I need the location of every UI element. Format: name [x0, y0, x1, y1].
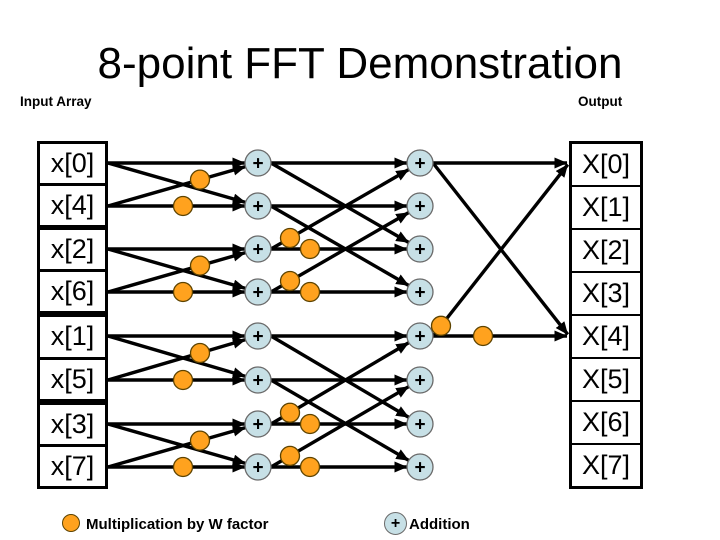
plus-symbol: +	[414, 458, 425, 479]
w-factor-dot	[299, 456, 321, 478]
output-cell: X[4]	[572, 316, 640, 359]
addition-node	[244, 192, 272, 220]
addition-node	[406, 192, 434, 220]
addition-node	[406, 453, 434, 481]
w-factor-dot	[299, 238, 321, 260]
input-cell: x[2]	[40, 230, 105, 272]
signal-flow-arrow	[270, 204, 410, 287]
plus-symbol: +	[414, 327, 425, 348]
output-cell: X[0]	[572, 144, 640, 187]
input-array-label: Input Array	[20, 94, 92, 109]
plus-symbol: +	[414, 240, 425, 261]
signal-flow-arrow	[270, 334, 410, 419]
signal-flow-arrow	[270, 161, 410, 244]
plus-symbol: +	[414, 415, 425, 436]
plus-symbol: +	[414, 197, 425, 218]
addition-node	[244, 278, 272, 306]
w-factor-dot	[279, 402, 301, 423]
input-array-group: x[0] x[4]	[37, 141, 108, 228]
output-cell: X[1]	[572, 187, 640, 230]
output-array: X[0] X[1] X[2] X[3] X[4] X[5] X[6] X[7]	[569, 141, 643, 489]
addition-node	[244, 322, 272, 350]
w-factor-dot	[279, 227, 301, 249]
w-factor-dot	[430, 315, 452, 336]
plus-symbol: +	[414, 283, 425, 304]
slide-title: 8-point FFT Demonstration	[97, 39, 623, 88]
output-cell: X[7]	[581, 450, 631, 480]
signal-flow-arrow	[107, 422, 246, 466]
addition-legend-label: Addition	[409, 516, 470, 533]
w-factor-dot	[172, 456, 194, 478]
addition-node	[406, 235, 434, 263]
input-cell: x[1]	[40, 317, 105, 360]
w-factor-dot	[172, 369, 194, 391]
input-array-group: x[3] x[7]	[37, 402, 108, 489]
plus-symbol: +	[252, 283, 263, 304]
output-cell: X[2]	[572, 230, 640, 273]
w-factor-dot	[472, 325, 494, 347]
addition-node	[244, 149, 272, 177]
plus-symbol: +	[252, 240, 263, 261]
signal-flow-arrow	[270, 378, 410, 462]
plus-symbol: +	[252, 415, 263, 436]
w-factor-dot	[172, 281, 194, 303]
input-cell: x[6]	[50, 276, 95, 306]
addition-node	[244, 366, 272, 394]
input-cell: x[3]	[40, 405, 105, 447]
plus-symbol: +	[252, 458, 263, 479]
w-factor-dot	[299, 281, 321, 303]
input-array-group: x[1] x[5]	[37, 314, 108, 402]
w-factor-legend-label: Multiplication by W factor	[86, 516, 269, 533]
w-factor-legend-icon	[62, 514, 80, 532]
input-cell: x[7]	[50, 451, 95, 481]
butterfly-diagram: + + + + + + + + + + + + + + + +	[107, 149, 570, 481]
signal-flow-arrow	[107, 164, 246, 208]
w-factor-dot	[172, 195, 194, 217]
input-cell: x[0]	[40, 144, 105, 186]
addition-node	[406, 149, 434, 177]
plus-symbol: +	[252, 197, 263, 218]
w-factor-dot	[299, 413, 321, 435]
addition-node	[406, 278, 434, 306]
plus-symbol: +	[414, 154, 425, 175]
input-array-group: x[2] x[6]	[37, 227, 108, 314]
output-cell: X[5]	[572, 359, 640, 402]
w-factor-dot	[279, 445, 301, 467]
w-factor-dot	[279, 270, 301, 292]
output-cell: X[6]	[572, 402, 640, 445]
signal-flow-arrow	[107, 247, 246, 291]
signal-flow-arrow	[107, 425, 246, 469]
w-factor-dot	[189, 169, 211, 190]
signal-flow-arrow	[107, 334, 247, 379]
addition-node	[244, 410, 272, 438]
addition-node	[406, 410, 434, 438]
plus-symbol: +	[252, 371, 263, 392]
addition-node	[406, 366, 434, 394]
addition-node	[244, 235, 272, 263]
signal-flow-arrow	[107, 161, 246, 205]
w-factor-dot	[189, 255, 211, 276]
addition-legend-icon: +	[384, 512, 407, 535]
plus-symbol: +	[252, 154, 263, 175]
input-cell: x[5]	[50, 363, 95, 394]
plus-symbol: +	[252, 327, 263, 348]
addition-node	[406, 322, 434, 350]
plus-symbol: +	[414, 371, 425, 392]
signal-flow-arrow	[107, 250, 246, 294]
plus-symbol: +	[390, 514, 401, 532]
output-label: Output	[578, 94, 623, 109]
w-factor-dot	[189, 342, 211, 364]
w-factor-dot	[189, 430, 211, 451]
signal-flow-arrow	[431, 163, 570, 338]
addition-node	[244, 453, 272, 481]
input-cell: x[4]	[50, 190, 95, 220]
signal-flow-arrow	[107, 337, 247, 382]
output-cell: X[3]	[572, 273, 640, 316]
